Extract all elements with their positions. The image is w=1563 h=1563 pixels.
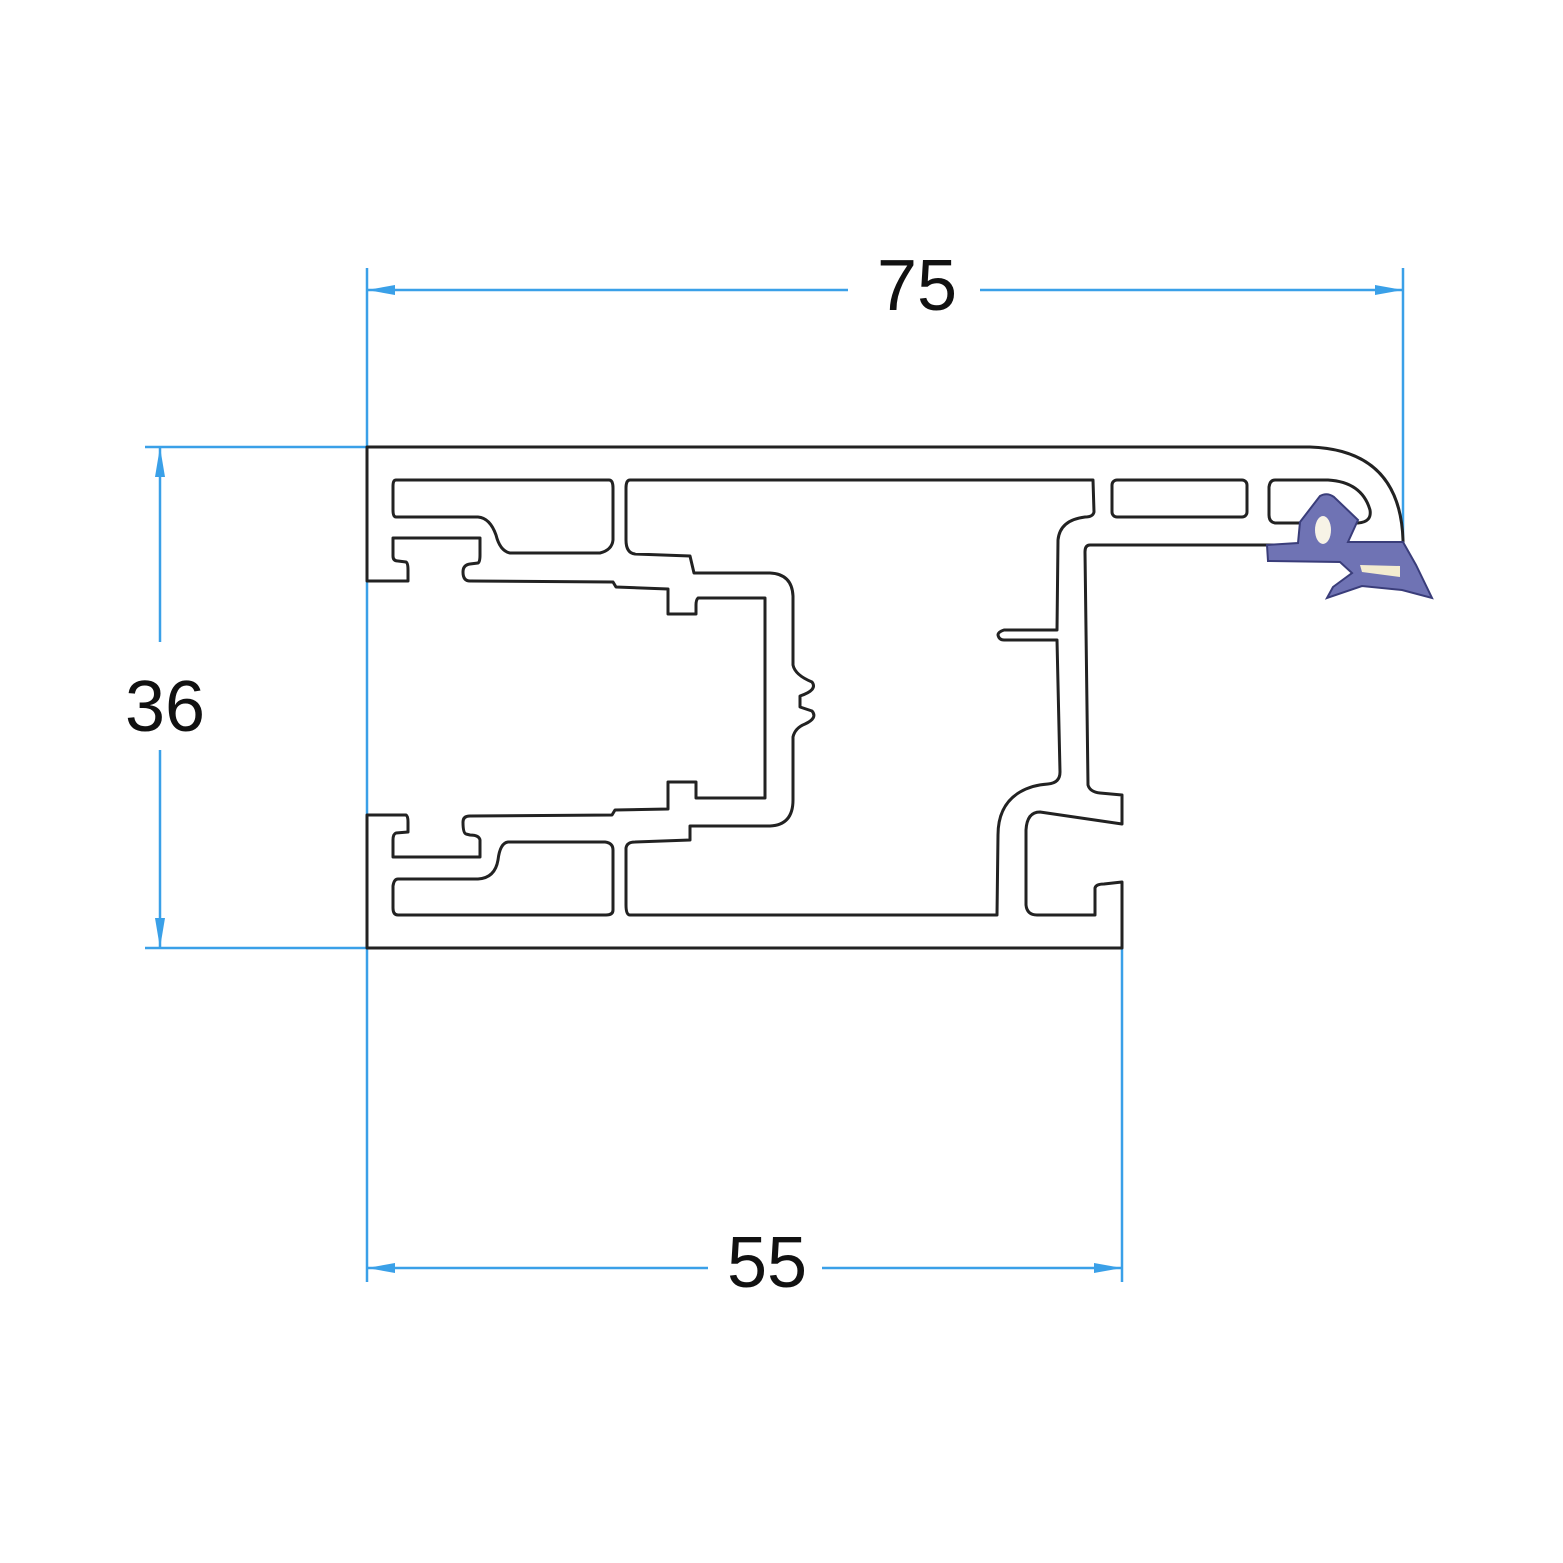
profile-chamber-top-right: [1110, 478, 1249, 519]
profile-outer-contour: [365, 445, 1405, 950]
dimension-label: 36: [125, 667, 205, 747]
gasket-body: [1265, 493, 1434, 600]
profile-chamber-top-left: [391, 478, 615, 555]
arrowhead: [1375, 285, 1403, 295]
dimension-label: 55: [727, 1223, 807, 1303]
arrowhead: [1094, 1263, 1122, 1273]
dimension-label: 75: [877, 246, 957, 326]
gasket-slit: [1360, 565, 1400, 577]
dimension-overall-width: 75: [365, 246, 1405, 1282]
arrowhead: [367, 285, 395, 295]
gasket-hollow: [1315, 516, 1331, 544]
profile-central-cavity: [624, 478, 1096, 917]
arrowhead: [367, 1263, 395, 1273]
seal-gasket: [1265, 493, 1434, 600]
arrowhead: [155, 918, 165, 948]
profile-chamber-bottom-left: [391, 840, 615, 917]
dimension-body-width: 55: [367, 948, 1124, 1303]
gasket-pocket: [1267, 478, 1372, 525]
arrowhead: [155, 447, 165, 477]
dimension-height: 36: [125, 445, 367, 950]
